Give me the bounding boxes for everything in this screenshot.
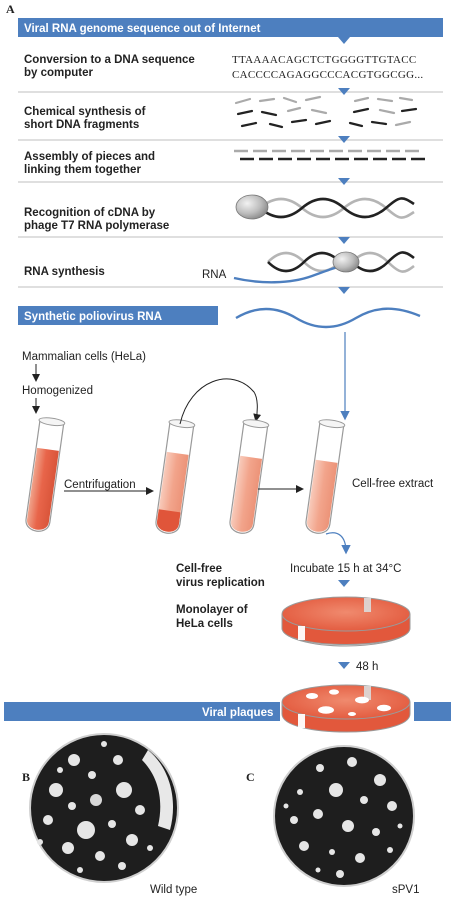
polymerase-icon bbox=[332, 251, 360, 273]
assembled-dna bbox=[234, 149, 426, 161]
petri-dish-plaques bbox=[281, 684, 411, 733]
incubation-arrow-icon bbox=[325, 532, 351, 555]
flow-arrow-icon bbox=[338, 136, 350, 143]
plaque-photo-wild-type bbox=[29, 733, 179, 883]
flow-arrow-icon bbox=[338, 178, 350, 185]
centrifugation-label: Centrifugation bbox=[64, 479, 136, 491]
flow-arrow-icon bbox=[338, 662, 350, 669]
sequence-line-2: CACCCCAGAGGCCCACGTGGCGG... bbox=[232, 69, 423, 81]
synthetic-rna-title: Synthetic poliovirus RNA bbox=[24, 311, 162, 323]
header-bar bbox=[18, 18, 443, 37]
plaque-photo-spv1 bbox=[273, 745, 415, 887]
step-4-line1: Recognition of cDNA by bbox=[24, 207, 156, 219]
t7-polymerase-icon bbox=[235, 194, 269, 220]
step-2-line2: short DNA fragments bbox=[24, 119, 139, 131]
flow-arrow-icon bbox=[338, 88, 350, 95]
viral-plaques-bar bbox=[4, 702, 280, 721]
header-title: Viral RNA genome sequence out of Interne… bbox=[24, 23, 261, 35]
test-tube-homogenate bbox=[25, 417, 66, 532]
step-2-line1: Chemical synthesis of bbox=[24, 106, 146, 118]
incubate-label: Incubate 15 h at 34°C bbox=[290, 563, 401, 575]
transfer-arrow-icon bbox=[179, 378, 262, 425]
panel-label-b: B bbox=[22, 770, 30, 784]
cdna-double-helix bbox=[259, 197, 415, 219]
transcription-helix bbox=[233, 251, 415, 284]
homogenized-label: Homogenized bbox=[22, 385, 93, 397]
flow-arrow-icon bbox=[338, 287, 350, 294]
monolayer-line1: Monolayer of bbox=[176, 604, 248, 616]
flow-arrow-icon bbox=[338, 580, 350, 587]
replication-line1: Cell-free bbox=[176, 563, 222, 575]
wild-type-caption: Wild type bbox=[150, 884, 197, 896]
spv1-caption: sPV1 bbox=[392, 884, 420, 896]
step-5-line1: RNA synthesis bbox=[24, 266, 105, 278]
petri-dish-monolayer bbox=[281, 596, 411, 647]
monolayer-line2: HeLa cells bbox=[176, 618, 233, 630]
flow-arrow-icon bbox=[338, 37, 350, 44]
step-3-line1: Assembly of pieces and bbox=[24, 151, 155, 163]
sequence-line-1: TTAAAACAGCTCTGGGGTTGTACC bbox=[232, 54, 416, 66]
time-48h-label: 48 h bbox=[356, 661, 378, 673]
mammalian-cells-label: Mammalian cells (HeLa) bbox=[22, 351, 146, 363]
test-tube-centrifuged bbox=[155, 419, 196, 534]
step-4-line2: phage T7 RNA polymerase bbox=[24, 220, 169, 232]
step-3-line2: linking them together bbox=[24, 164, 141, 176]
panel-label-a: A bbox=[6, 2, 15, 16]
flow-arrow-icon bbox=[338, 237, 350, 244]
synthetic-rna-bar bbox=[18, 306, 218, 325]
cell-free-extract-label: Cell-free extract bbox=[352, 478, 434, 490]
rna-wave bbox=[235, 307, 421, 329]
viral-plaques-bar-end bbox=[414, 702, 451, 721]
test-tube-cell-free-extract bbox=[305, 419, 346, 534]
viral-plaques-title: Viral plaques bbox=[202, 707, 273, 719]
step-1-line1: Conversion to a DNA sequence bbox=[24, 54, 195, 66]
panel-label-c: C bbox=[246, 770, 255, 784]
rna-label: RNA bbox=[202, 269, 227, 281]
test-tube-supernatant bbox=[229, 419, 270, 534]
dna-fragments bbox=[234, 95, 418, 129]
step-1-line2: by computer bbox=[24, 67, 94, 79]
replication-line2: virus replication bbox=[176, 577, 265, 589]
